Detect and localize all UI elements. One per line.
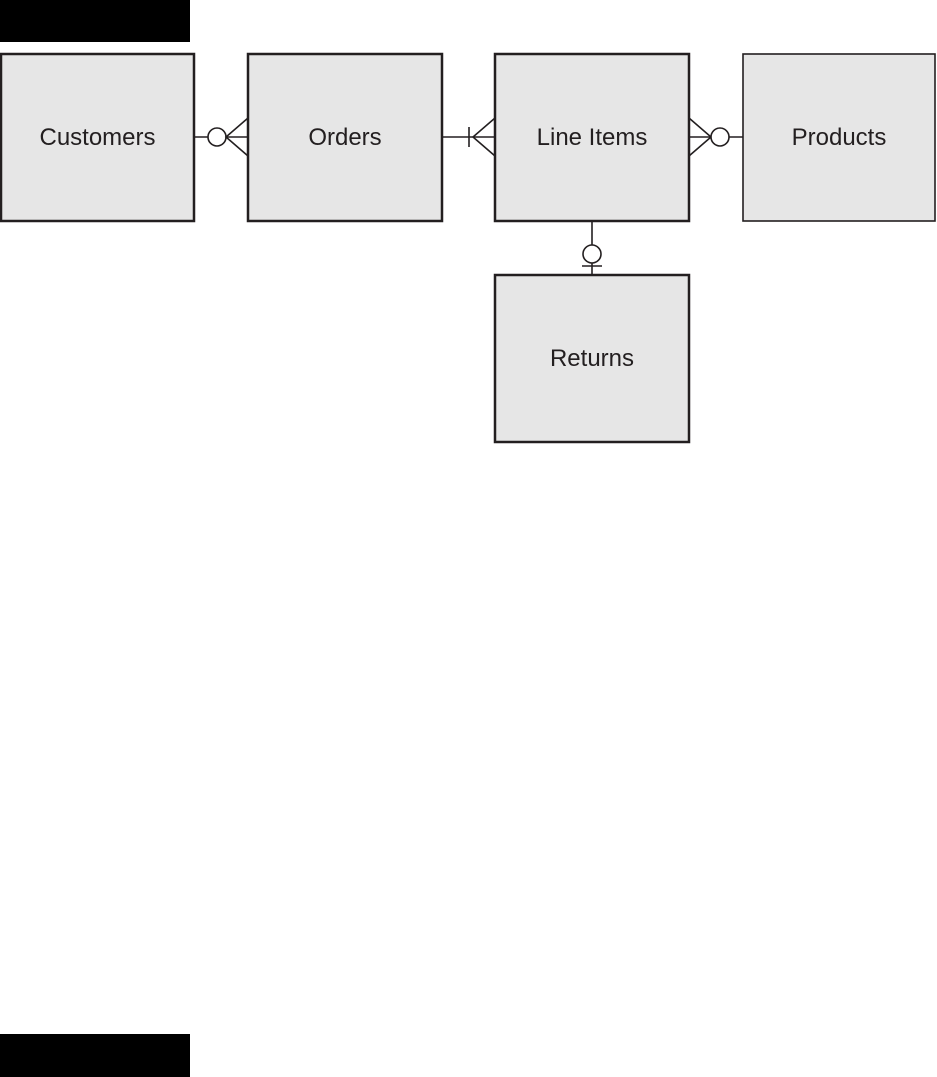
entity-customers-label: Customers [39,124,155,151]
optional-zero-icon [583,245,601,263]
optional-zero-icon [208,128,226,146]
footer-bar [0,1034,190,1077]
relationship-orders-line-items [442,118,495,156]
entity-customers[interactable]: Customers [1,54,194,221]
entity-orders-label: Orders [308,124,381,151]
entity-returns-label: Returns [550,345,634,372]
relationship-line-items-returns [582,221,602,275]
relationship-line-items-products [689,118,743,156]
entity-line-items[interactable]: Line Items [495,54,689,221]
entity-returns[interactable]: Returns [495,275,689,442]
entity-orders[interactable]: Orders [248,54,442,221]
entity-products-label: Products [792,124,887,151]
relationship-customers-orders [194,118,248,156]
entity-products[interactable]: Products [743,54,935,221]
entity-line-items-label: Line Items [537,124,648,151]
optional-zero-icon [711,128,729,146]
